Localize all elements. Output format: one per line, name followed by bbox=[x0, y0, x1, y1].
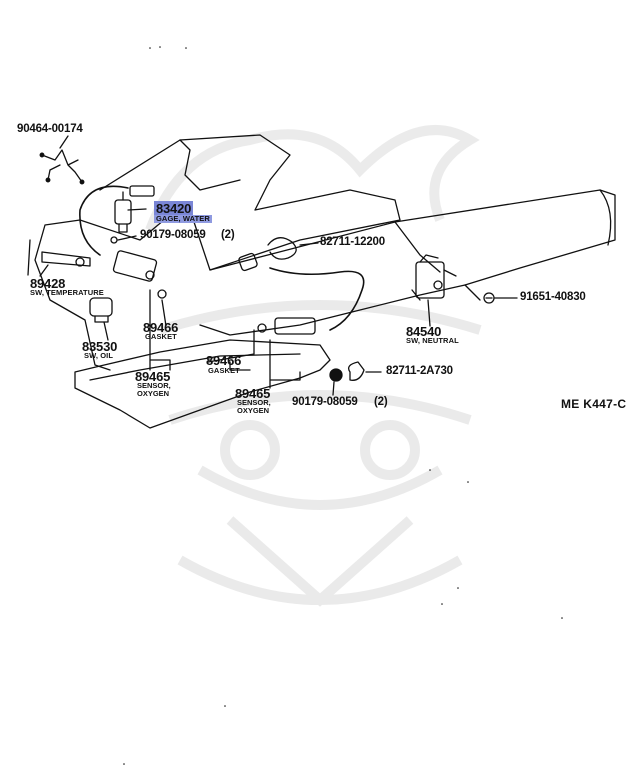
part-90179-upper-qty: (2) bbox=[221, 229, 235, 241]
oxygen-sensor-lower bbox=[238, 252, 316, 335]
part-84540-description: SW, NEUTRAL bbox=[406, 336, 459, 345]
part-83530-number[interactable]: 83530 bbox=[82, 339, 118, 354]
temperature-switch-part bbox=[41, 251, 91, 267]
oxygen-sensor-upper bbox=[112, 250, 158, 282]
part-89465-lower-desc-line2: OXYGEN bbox=[237, 406, 270, 415]
part-90464-number[interactable]: 90464-00174 bbox=[17, 123, 83, 135]
part-90179-upper-number[interactable]: 90179-08059 bbox=[140, 229, 206, 241]
part-89465-upper-desc-line2: OXYGEN bbox=[137, 389, 170, 398]
part-82711-12200-number[interactable]: 82711-12200 bbox=[320, 236, 385, 248]
part-89466-lower-description: GASKET bbox=[208, 366, 240, 375]
engine-outline bbox=[34, 134, 401, 371]
oil-pan bbox=[74, 339, 331, 429]
water-gage-part bbox=[114, 185, 155, 233]
watermark-emblem bbox=[145, 125, 482, 607]
part-89465-lower-desc-line1: SENSOR, bbox=[237, 398, 271, 407]
part-90179-lower-number[interactable]: 90179-08059 bbox=[292, 396, 358, 408]
scan-specks bbox=[123, 46, 563, 765]
sensor-wire bbox=[269, 267, 365, 331]
part-89466-upper-description: GASKET bbox=[145, 332, 177, 341]
part-84540-number[interactable]: 84540 bbox=[406, 324, 442, 339]
neutral-switch-part bbox=[411, 254, 457, 301]
part-89428-description: SW, TEMPERATURE bbox=[30, 288, 104, 297]
part-89465-upper-number[interactable]: 89465 bbox=[135, 369, 171, 384]
part-89466-lower-number[interactable]: 89466 bbox=[206, 353, 242, 368]
diagram-reference-id: ME K447-C bbox=[561, 397, 627, 411]
part-83530-description: SW, OIL bbox=[84, 351, 114, 360]
part-83420-number[interactable]: 83420 bbox=[154, 201, 194, 216]
part-82711-2a730-number[interactable]: 82711-2A730 bbox=[386, 365, 453, 377]
part-91651-number[interactable]: 91651-40830 bbox=[520, 291, 586, 303]
gage-wire bbox=[79, 185, 129, 256]
transmission-body bbox=[199, 189, 616, 336]
part-89465-upper-desc-line1: SENSOR, bbox=[137, 381, 171, 390]
oil-switch-part bbox=[89, 297, 113, 323]
part-83420-description: GAGE, WATER bbox=[154, 214, 212, 223]
part-89465-lower-number[interactable]: 89465 bbox=[235, 386, 271, 401]
part-89428-number[interactable]: 89428 bbox=[30, 276, 66, 291]
part-90179-lower-qty: (2) bbox=[374, 396, 388, 408]
part-89466-upper-number[interactable]: 89466 bbox=[143, 320, 179, 335]
